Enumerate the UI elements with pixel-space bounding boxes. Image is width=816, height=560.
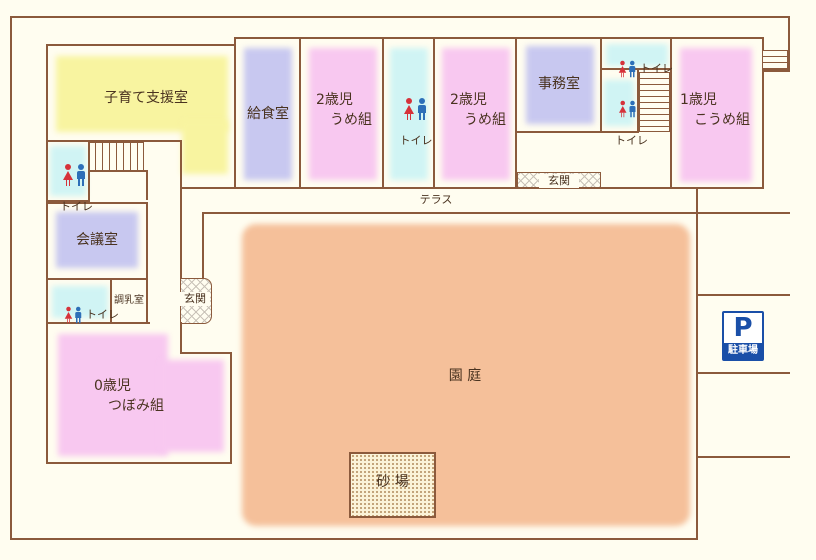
parking-icon: P	[733, 313, 753, 343]
wall-left-mid-v	[146, 170, 148, 200]
sunaba-label: 砂 場	[376, 474, 409, 490]
outer-bottom	[10, 538, 698, 540]
wall-top-row	[234, 37, 764, 39]
tsubomi-label: 0歳児 つぼみ組	[94, 378, 164, 414]
toilet-center-fill	[390, 48, 428, 180]
koume-label: 1歳児 こうめ組	[680, 92, 750, 128]
kosodate-fill-lower	[182, 120, 228, 174]
parking-line-2	[698, 294, 790, 296]
wall-kosodate-bottom	[46, 140, 182, 142]
wall-tsubomi-right	[230, 352, 232, 464]
terrace-label: テラス	[419, 193, 453, 206]
ume2-fill	[442, 48, 510, 180]
wall-koume-left	[670, 37, 672, 189]
wall-tsubomi-step-v	[180, 322, 182, 354]
wall-jimu-bottom	[515, 131, 639, 133]
wall-kosodate-top	[46, 44, 234, 46]
toilet-center: トイレ	[384, 84, 434, 162]
toilet-lower-label: トイレ	[86, 308, 119, 321]
toilet-icon	[403, 98, 429, 120]
wall-tsubomi-top	[46, 322, 150, 324]
kaigi-fill	[56, 212, 138, 268]
wall-tsubomi-bottom	[46, 462, 232, 464]
wall-koume-right	[762, 37, 764, 189]
right-divider	[696, 187, 698, 540]
wall-toilet-top-bottom	[600, 68, 671, 70]
toilet-top-label: トイレ	[640, 62, 673, 75]
tsubomi-fill-right	[160, 360, 224, 452]
outer-left	[10, 16, 12, 540]
toilet-side: トイレ	[601, 84, 648, 162]
genkan-left-label: 玄関	[180, 292, 210, 306]
wall-toilet-right	[433, 37, 435, 189]
kosodate-label: 子育て支援室	[104, 90, 188, 106]
genkan-top-label: 玄関	[539, 174, 579, 188]
wall-kosodate-right	[180, 140, 182, 278]
jimushitsu-fill	[526, 46, 594, 124]
wall-kosodate-left	[46, 44, 48, 142]
toilet-icon	[618, 100, 638, 118]
parking-line-3	[698, 372, 790, 374]
toilet-center-label: トイレ	[399, 134, 433, 147]
wall-ume1-right	[382, 37, 384, 189]
chonyu-label: 調乳室	[114, 295, 144, 306]
stairs-top-right	[762, 50, 788, 70]
toilet-icon	[618, 60, 638, 78]
toilet-top-fill	[606, 44, 668, 66]
tsubomi-fill	[58, 334, 168, 456]
wall-tsubomi-step	[180, 352, 232, 354]
wall-kyushoku-left	[234, 37, 236, 189]
toilet-top: トイレ	[604, 44, 673, 94]
terrace-line	[202, 212, 698, 214]
parking-sign: P 駐車場	[722, 311, 764, 361]
toilet-icon	[64, 306, 84, 324]
parking-line-4	[698, 456, 790, 458]
kyushoku-fill	[244, 48, 292, 180]
terrace-left	[202, 212, 204, 278]
sandbox	[349, 452, 436, 518]
wall-jimu-right	[600, 37, 602, 131]
wall-toilet-side-right	[637, 68, 639, 132]
outer-top	[10, 16, 790, 18]
toilet-left-label: トイレ	[60, 200, 93, 213]
toilet-side-label: トイレ	[615, 134, 648, 147]
kyushoku-label: 給食室	[247, 106, 289, 122]
jimushitsu-label: 事務室	[538, 76, 580, 92]
ume2-label: 2歳児 うめ組	[450, 92, 506, 128]
outer-right	[788, 16, 790, 72]
ume1-label: 2歳児 うめ組	[316, 92, 372, 128]
koume-fill	[680, 48, 752, 182]
garden-fill	[242, 224, 690, 526]
kaigi-label: 会議室	[76, 232, 118, 248]
ume1-fill	[309, 48, 377, 180]
parking-label: 駐車場	[724, 343, 762, 359]
entei-label: 園 庭	[448, 368, 482, 384]
toilet-left: トイレ	[46, 150, 93, 228]
toilet-lower: トイレ	[50, 290, 119, 340]
wall-ume2-right	[515, 37, 517, 189]
stairs-left	[88, 142, 144, 172]
wall-left-mid	[88, 170, 148, 172]
wall-kyushoku-right	[299, 37, 301, 189]
kosodate-fill	[56, 56, 228, 132]
toilet-side-fill	[604, 80, 634, 126]
wall-right-corner	[762, 70, 790, 72]
stairs-center	[639, 72, 670, 132]
wall-row-bottom	[180, 187, 764, 189]
parking-line-1	[698, 212, 790, 214]
toilet-icon	[62, 164, 88, 186]
wall-left-vertical	[46, 322, 48, 464]
